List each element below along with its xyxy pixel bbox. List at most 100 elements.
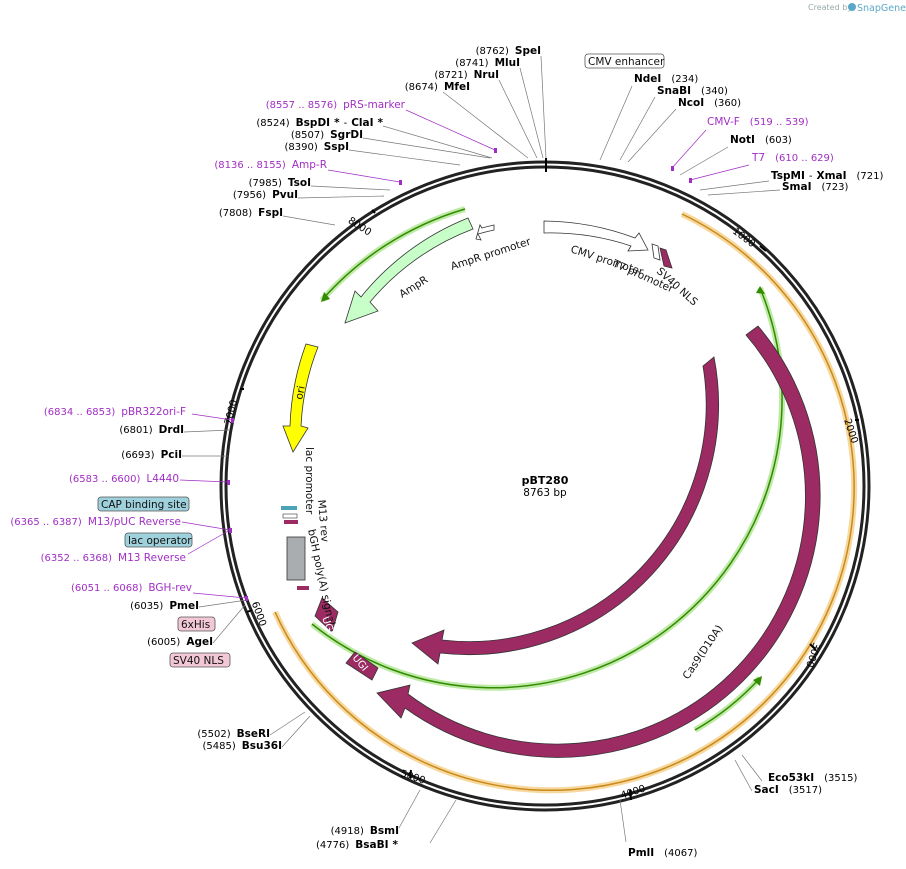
site-name: MfeI (444, 81, 470, 93)
orf-green-arc-1-line (311, 287, 783, 689)
site-position: (8136 .. 8155) (214, 160, 286, 171)
ori-arrow (282, 343, 319, 453)
site-name: M13 Reverse (118, 552, 186, 564)
cas9-d10a-arrow (376, 325, 821, 758)
site-name: PmlI (628, 847, 654, 859)
site-label: (8390)SspI (284, 141, 349, 153)
leader-line (348, 149, 461, 166)
plasmid-length: 8763 bp (523, 487, 567, 499)
ampr-promoter-arrow (475, 224, 495, 241)
site-position: (5485) (202, 741, 235, 752)
leader-line (619, 96, 656, 161)
site-name: TsoI (288, 177, 311, 189)
site-position: (8762) (476, 46, 509, 57)
site-position: (360) (714, 98, 741, 109)
plasmid-name: pBT280 (522, 474, 569, 487)
site-label: (6035)PmeI (130, 600, 199, 612)
site-name: pRS-marker (343, 99, 406, 111)
site-position: (8507) (291, 130, 324, 141)
site-name: SgrDI (330, 129, 363, 141)
ugi-arrow-1 (314, 597, 339, 633)
leader-line (179, 479, 229, 483)
site-name: BseRI (237, 728, 270, 740)
site-name: SnaBI (657, 85, 691, 97)
tick-mark (371, 209, 376, 214)
leader-line (191, 413, 233, 421)
primer-mark (689, 178, 692, 183)
site-position: (7808) (219, 208, 252, 219)
orf-green-arc-3-line (321, 208, 466, 301)
ori-label: ori (293, 385, 308, 401)
tick-label: 5000 (399, 768, 427, 786)
site-position: (6051 .. 6068) (71, 583, 143, 594)
site-position: (8524) (256, 118, 289, 129)
site-position: (7956) (233, 190, 266, 201)
leader-line (707, 189, 781, 196)
site-position: (6005) (147, 637, 180, 648)
site-label: CMV-F(519 .. 539) (707, 116, 809, 128)
site-name: NdeI (634, 73, 661, 85)
site-name: BspDI (296, 117, 330, 129)
sv40-nls-box-label: SV40 NLS (173, 655, 224, 667)
snapgene-logo-icon (848, 3, 856, 11)
site-position: (6035) (130, 601, 163, 612)
site-label: (4776)BsaBI* (316, 839, 399, 851)
site-name: NruI (474, 69, 499, 81)
site-name: SpeI (515, 45, 541, 57)
leader-line (382, 125, 493, 159)
primer-mark (227, 480, 230, 485)
site-name: FspI (258, 207, 283, 219)
tick-mark (629, 789, 632, 801)
site-label: (6583 .. 6600)L4440 (69, 473, 179, 485)
site-position: (519 .. 539) (750, 117, 809, 128)
leader-line (689, 164, 750, 181)
leader-line (362, 137, 491, 159)
leader-line (734, 759, 753, 792)
primer-mark (494, 148, 497, 153)
site-name: Eco53kI (768, 772, 814, 784)
orf-green-arc-3 (319, 206, 466, 302)
site-star: * (393, 839, 399, 851)
cas9-arrows (314, 325, 821, 758)
site-position: (8721) (434, 70, 467, 81)
leader-line (269, 711, 306, 736)
leader-line (599, 85, 633, 161)
sv40-nls-block-2 (297, 586, 309, 590)
cmv-promoter-arrow (543, 220, 649, 252)
primer-mark (671, 166, 674, 171)
leader-line (627, 108, 677, 163)
site-name: PvuI (272, 189, 298, 201)
site-label: SmaI(723) (782, 181, 848, 193)
his6-label: 6xHis (181, 619, 210, 631)
ampr-arrow (344, 217, 474, 324)
site-label: (8507) SgrDI (291, 129, 363, 141)
tick-mark (809, 643, 817, 651)
site-name: AgeI (186, 636, 213, 648)
site-label: (8136 .. 8155)Amp-R (214, 159, 327, 171)
site-position: (6583 .. 6600) (69, 474, 141, 485)
site-position: (723) (822, 182, 849, 193)
leader-line (327, 169, 401, 183)
leader-line (699, 180, 770, 191)
leader-line (192, 592, 247, 599)
site-name: NotI (730, 134, 755, 146)
leader-line (212, 604, 246, 644)
his6-box (177, 616, 216, 632)
m13-rev-label: M13 rev (315, 499, 331, 542)
tick-mark (759, 245, 767, 252)
site-position: (8390) (284, 142, 317, 153)
site-label: (8721) NruI (434, 69, 499, 81)
cmv-enhancer-label: CMV enhancer (588, 56, 665, 68)
credit-prefix: Created by (808, 3, 852, 12)
site-name: Bsu36I (242, 740, 282, 752)
site-name: BsmI (370, 825, 399, 837)
site-label: NdeI(234) (634, 73, 698, 85)
leader-line (498, 79, 538, 159)
leader-line (181, 521, 231, 531)
site-label: (7808) FspI (219, 207, 283, 219)
leader-line (442, 91, 529, 159)
site-name: pBR322ori-F (121, 406, 186, 418)
site-label: (6352 .. 6368)M13 Reverse (41, 552, 186, 564)
site-name-2: ClaI (351, 117, 373, 129)
